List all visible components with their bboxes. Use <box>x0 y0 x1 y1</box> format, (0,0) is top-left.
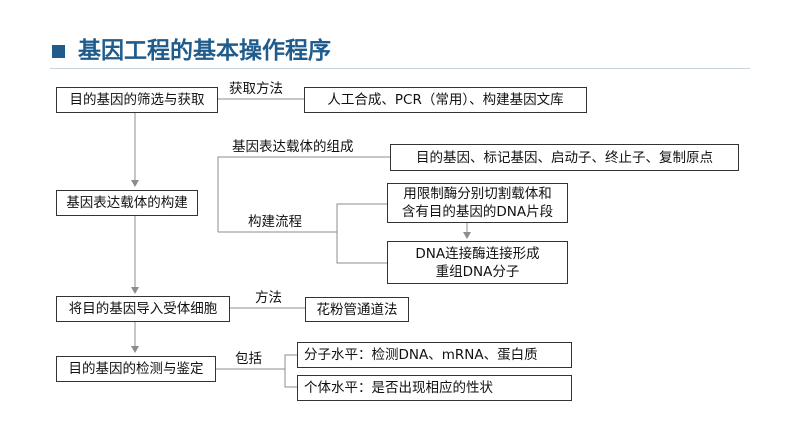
step-box-3: 将目的基因导入受体细胞 <box>56 296 230 322</box>
page-title: 基因工程的基本操作程序 <box>78 38 331 64</box>
detail-text: 目的基因、标记基因、启动子、终止子、复制原点 <box>416 149 713 166</box>
step4-bracket <box>284 354 297 388</box>
composition-label: 基因表达载体的组成 <box>232 139 354 155</box>
step4-connector-label: 包括 <box>235 351 262 367</box>
step4-detail-box-individual: 个体水平：是否出现相应的性状 <box>297 375 572 401</box>
title-marker <box>52 45 65 58</box>
step4-detail-box-molecular: 分子水平：检测DNA、mRNA、蛋白质 <box>297 342 572 368</box>
process-line-1: DNA连接酶连接形成 <box>415 245 540 262</box>
step-label: 目的基因的筛选与获取 <box>69 92 205 108</box>
step2-branch-composition <box>217 156 390 203</box>
process-line-2: 含有目的基因的DNA片段 <box>401 204 554 220</box>
process-label: 构建流程 <box>248 214 302 230</box>
step3-detail-box: 花粉管通道法 <box>305 297 409 322</box>
step-label: 基因表达载体的构建 <box>66 195 188 211</box>
step2-process-bottom <box>336 232 387 264</box>
step3-connector-label: 方法 <box>255 290 282 306</box>
step-label: 将目的基因导入受体细胞 <box>68 301 218 317</box>
process-line-1: 用限制酶分别切割载体和 <box>403 186 552 202</box>
step1-connector-label: 获取方法 <box>229 81 283 97</box>
step2-process-top <box>336 203 387 232</box>
step-box-1: 目的基因的筛选与获取 <box>56 87 218 113</box>
process-step-cut-box: 用限制酶分别切割载体和 含有目的基因的DNA片段 <box>387 183 568 223</box>
detail-text: 花粉管通道法 <box>316 301 398 318</box>
detail-text: 分子水平：检测DNA、mRNA、蛋白质 <box>304 347 538 363</box>
process-step-ligate-box: DNA连接酶连接形成 重组DNA分子 <box>387 241 568 284</box>
title-divider <box>50 68 750 69</box>
step-box-4: 目的基因的检测与鉴定 <box>56 356 216 382</box>
composition-box: 目的基因、标记基因、启动子、终止子、复制原点 <box>390 144 739 171</box>
step-box-2: 基因表达载体的构建 <box>56 190 198 216</box>
process-line-2: 重组DNA分子 <box>435 263 520 280</box>
detail-text: 人工合成、PCR（常用）、构建基因文库 <box>327 92 564 108</box>
detail-text: 个体水平：是否出现相应的性状 <box>304 380 493 396</box>
step-label: 目的基因的检测与鉴定 <box>68 361 204 377</box>
step1-detail-box: 人工合成、PCR（常用）、构建基因文库 <box>304 87 587 113</box>
